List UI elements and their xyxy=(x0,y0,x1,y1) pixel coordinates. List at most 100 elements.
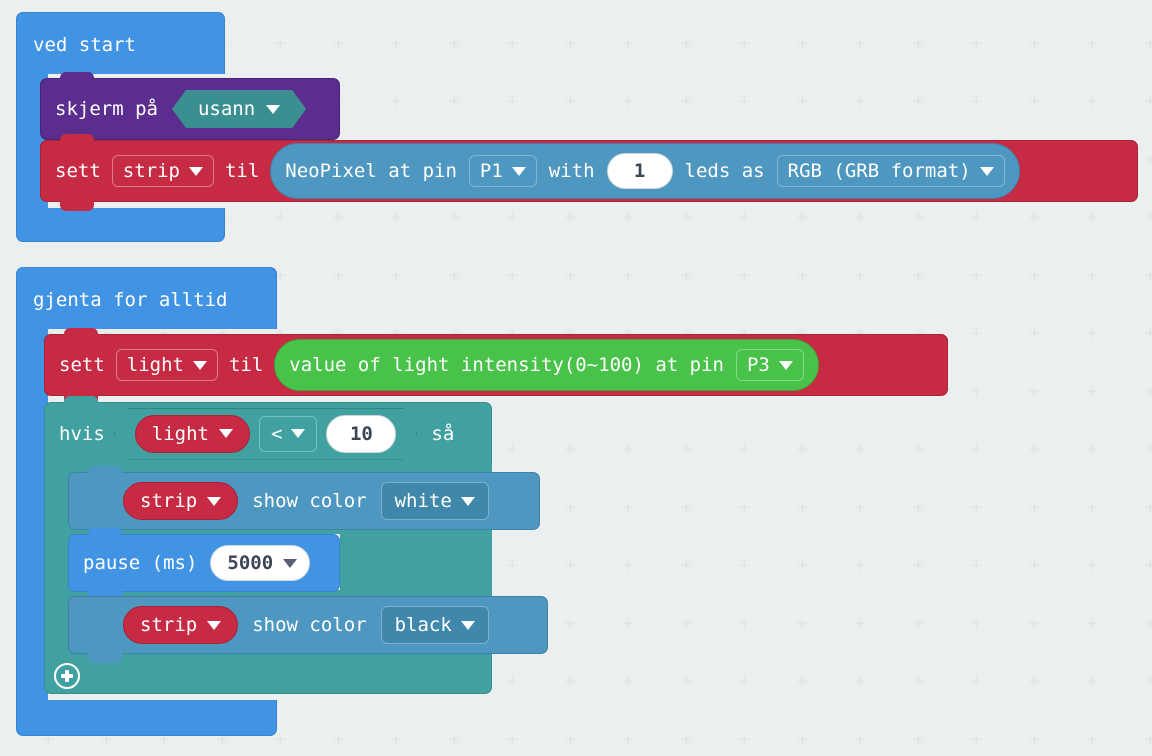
forever-hat-block[interactable]: gjenta for alltid xyxy=(16,267,277,329)
light-intensity-block[interactable]: value of light intensity(0~100) at pin P… xyxy=(274,339,819,391)
neopixel-mode-value: RGB (GRB format) xyxy=(787,160,971,182)
screen-on-top-notch xyxy=(60,72,94,82)
grid-cross-icon: + xyxy=(680,266,693,284)
grid-cross-icon: + xyxy=(448,92,461,110)
neopixel-pin-value: P1 xyxy=(479,160,503,182)
grid-cross-icon: + xyxy=(796,440,809,458)
light-reporter-value: light xyxy=(151,422,209,445)
grid-cross-icon: + xyxy=(506,34,519,52)
grid-cross-icon: + xyxy=(796,266,809,284)
forever-bottom-bar xyxy=(16,700,277,736)
screen-on-block[interactable]: skjerm på usann xyxy=(40,78,340,140)
grid-cross-icon: + xyxy=(1028,34,1041,52)
grid-cross-icon: + xyxy=(1144,672,1152,690)
neopixel-create-block[interactable]: NeoPixel at pin P1 with 1 leds as RGB (G… xyxy=(270,143,1020,199)
grid-cross-icon: + xyxy=(970,382,983,400)
strip-reporter-pill-white[interactable]: strip xyxy=(123,482,239,520)
color-dropdown-value-black: black xyxy=(394,614,452,636)
light-intensity-pin-dropdown[interactable]: P3 xyxy=(735,349,804,381)
pause-duration-dropdown[interactable]: 5000 xyxy=(210,545,311,581)
chevron-down-icon xyxy=(266,105,280,114)
neopixel-text-3: leds as xyxy=(684,160,765,182)
grid-cross-icon: + xyxy=(912,730,925,748)
plus-circle-icon[interactable] xyxy=(54,663,80,689)
neopixel-mode-dropdown[interactable]: RGB (GRB format) xyxy=(776,155,1005,187)
chevron-down-icon xyxy=(778,360,793,370)
grid-cross-icon: + xyxy=(332,730,345,748)
screen-on-label: skjerm på xyxy=(55,98,158,120)
neopixel-pin-dropdown[interactable]: P1 xyxy=(468,155,537,187)
screen-on-boolean-dropdown[interactable]: usann xyxy=(172,90,306,128)
strip-reporter-pill-black[interactable]: strip xyxy=(123,606,239,644)
grid-cross-icon: + xyxy=(1086,92,1099,110)
grid-cross-icon: + xyxy=(1086,730,1099,748)
strip-show-color-black-block[interactable]: strip show color black xyxy=(68,596,548,654)
neopixel-text-1: NeoPixel at pin xyxy=(285,160,457,182)
set-strip-block[interactable]: sett strip til NeoPixel at pin P1 with 1… xyxy=(40,140,1138,202)
grid-cross-icon: + xyxy=(796,556,809,574)
pause-block[interactable]: pause (ms) 5000 xyxy=(68,534,340,592)
grid-cross-icon: + xyxy=(738,34,751,52)
grid-cross-icon: + xyxy=(564,34,577,52)
grid-cross-icon: + xyxy=(970,324,983,342)
pause-bottom-notch xyxy=(88,590,122,601)
color-dropdown-white[interactable]: white xyxy=(380,482,489,520)
grid-cross-icon: + xyxy=(912,498,925,516)
grid-cross-icon: + xyxy=(1144,34,1152,52)
color-dropdown-black[interactable]: black xyxy=(380,606,489,644)
set-keyword-label-2: sett xyxy=(59,354,105,376)
neopixel-leds-input[interactable]: 1 xyxy=(606,153,673,189)
grid-cross-icon: + xyxy=(738,92,751,110)
grid-cross-icon: + xyxy=(332,208,345,226)
grid-cross-icon: + xyxy=(738,730,751,748)
grid-cross-icon: + xyxy=(970,34,983,52)
if-condition-hexagon[interactable]: light < 10 xyxy=(114,408,418,460)
grid-cross-icon: + xyxy=(1144,92,1152,110)
grid-cross-icon: + xyxy=(912,92,925,110)
pause-label: pause (ms) xyxy=(83,552,198,574)
pause-duration-value: 5000 xyxy=(227,552,274,574)
if-block-header[interactable]: hvis light < 10 så xyxy=(44,402,492,464)
grid-cross-icon: + xyxy=(970,556,983,574)
strip-show-color-white-block[interactable]: strip show color white xyxy=(68,472,540,530)
grid-cross-icon: + xyxy=(912,34,925,52)
strip-variable-dropdown[interactable]: strip xyxy=(111,155,214,187)
grid-cross-icon: + xyxy=(680,498,693,516)
grid-cross-icon: + xyxy=(1028,730,1041,748)
grid-cross-icon: + xyxy=(1144,150,1152,168)
chevron-down-icon xyxy=(460,496,475,506)
grid-cross-icon: + xyxy=(1028,498,1041,516)
chevron-down-icon xyxy=(979,166,994,176)
grid-cross-icon: + xyxy=(738,440,751,458)
grid-cross-icon: + xyxy=(622,34,635,52)
grid-cross-icon: + xyxy=(796,34,809,52)
grid-cross-icon: + xyxy=(854,556,867,574)
grid-cross-icon: + xyxy=(390,208,403,226)
grid-cross-icon: + xyxy=(854,730,867,748)
light-variable-dropdown[interactable]: light xyxy=(115,349,218,381)
comparison-number-input[interactable]: 10 xyxy=(326,415,396,453)
grid-cross-icon: + xyxy=(1144,498,1152,516)
on-start-hat-block[interactable]: ved start xyxy=(16,12,225,74)
set-light-top-notch xyxy=(64,328,98,338)
grid-cross-icon: + xyxy=(564,614,577,632)
grid-cross-icon: + xyxy=(796,672,809,690)
chevron-down-icon xyxy=(207,620,222,630)
on-start-bottom-bar xyxy=(16,208,225,242)
grid-cross-icon: + xyxy=(970,730,983,748)
light-reporter-pill[interactable]: light xyxy=(135,415,250,453)
grid-cross-icon: + xyxy=(680,34,693,52)
strip-black-bottom-notch xyxy=(88,652,122,663)
chevron-down-icon xyxy=(188,166,203,176)
set-strip-bottom-notch xyxy=(60,200,94,211)
strip-variable-value: strip xyxy=(122,160,180,182)
comparison-operator-value: < xyxy=(270,422,283,445)
grid-cross-icon: + xyxy=(1086,324,1099,342)
comparison-operator-dropdown[interactable]: < xyxy=(259,416,317,452)
grid-cross-icon: + xyxy=(680,440,693,458)
set-light-block[interactable]: sett light til value of light intensity(… xyxy=(44,334,948,396)
grid-cross-icon: + xyxy=(854,208,867,226)
grid-cross-icon: + xyxy=(1028,382,1041,400)
grid-cross-icon: + xyxy=(622,92,635,110)
